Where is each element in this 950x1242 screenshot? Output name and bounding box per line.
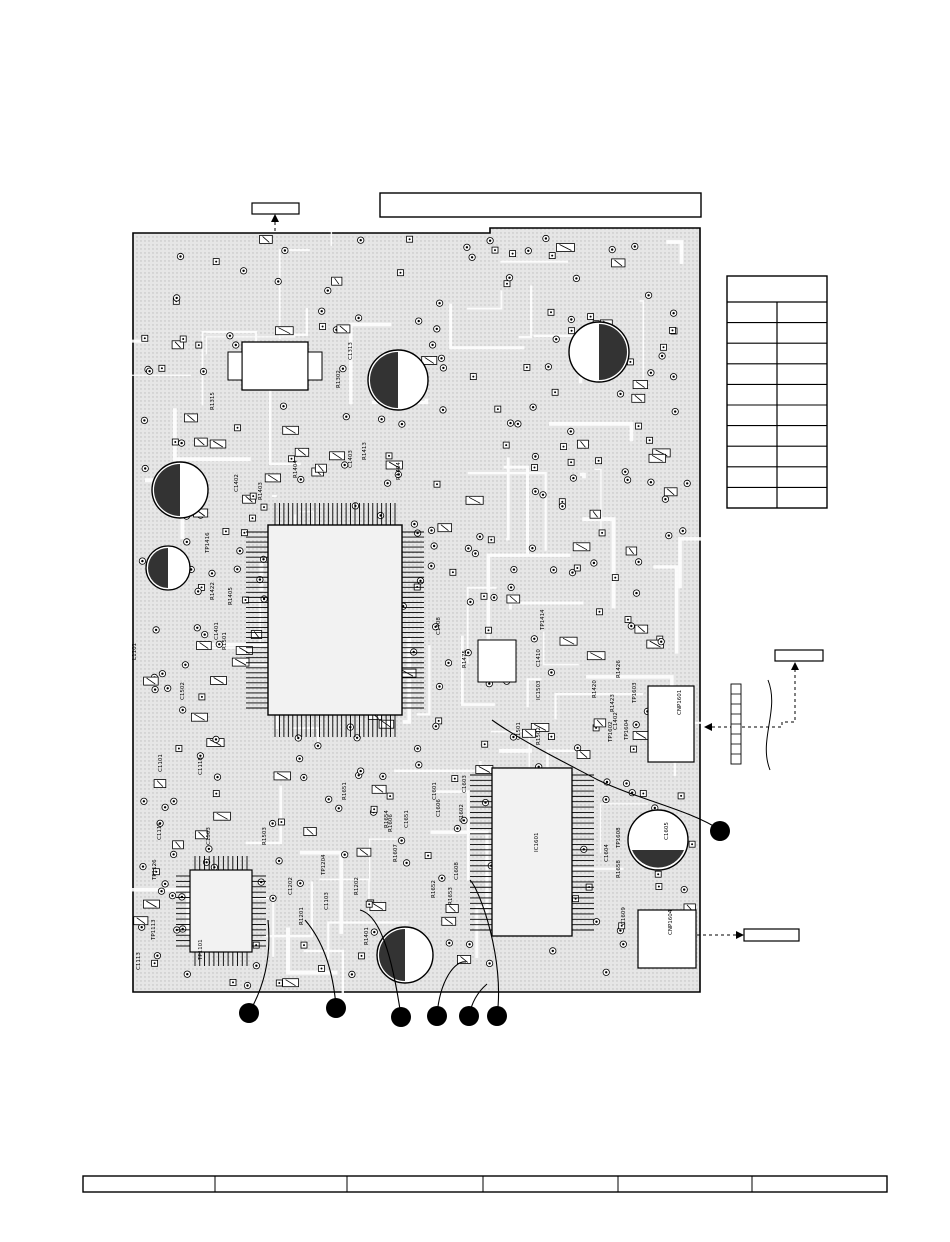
ic1601 <box>470 767 594 937</box>
ref-c1401-57: C1401 <box>214 622 220 640</box>
right-upper-arrow-left <box>704 723 712 731</box>
ref-r1405-56: R1405 <box>228 587 234 605</box>
capacitor-c1605 <box>627 809 689 871</box>
ref-cnp1601-22: CNP1601 <box>677 690 683 715</box>
ref-c1609-29: C1609 <box>621 907 627 925</box>
capacitor-left-lower <box>145 545 191 591</box>
ref-tp1414-13: TP1414 <box>540 609 546 631</box>
ref-r1651-39: R1651 <box>342 782 348 800</box>
ref-r1503-62: R1503 <box>262 827 268 845</box>
capacitor-left-mid <box>151 461 209 519</box>
ref-cnp1604-28: CNP1604 <box>668 909 674 935</box>
ref-r1502-60: R1502 <box>536 727 542 745</box>
top-arrow-head <box>271 214 279 222</box>
ref-ic1503-64: IC1503 <box>536 680 542 700</box>
capacitor-top-right <box>568 321 630 383</box>
ref-c1313-0: C1313 <box>348 342 354 360</box>
ref-c1503-61: C1503 <box>206 827 212 845</box>
ref-tp1603-18: TP1603 <box>632 682 638 704</box>
legend-table <box>726 275 828 509</box>
ref-c1408-11: C1408 <box>436 617 442 635</box>
ref-c1118-44: C1118 <box>198 757 204 775</box>
ref-tp1416-9: TP1416 <box>205 532 211 554</box>
ref-tp1602-19: TP1602 <box>608 721 614 743</box>
capacitor-bottom-center <box>376 926 434 984</box>
cnp1601-connector <box>647 685 695 763</box>
test-point-callouts <box>239 821 730 1027</box>
main-processor-ic <box>246 503 424 737</box>
top-left-label-box <box>251 202 300 215</box>
ref-r1302-1: R1302 <box>336 370 342 388</box>
ref-r1606-35: R1606 <box>388 814 394 832</box>
right-upper-pin-header <box>730 683 742 765</box>
cnp1604-connector <box>637 909 697 969</box>
right-lower-label-box <box>743 928 800 942</box>
ref-c1605-23: C1605 <box>664 822 670 840</box>
right-upper-leader <box>706 664 796 728</box>
ref-r1652-36: R1652 <box>431 880 437 898</box>
ref-c1402-3: C1402 <box>234 474 240 492</box>
right-upper-label-box <box>774 649 824 662</box>
ref-tp1604-20: TP1604 <box>624 719 630 741</box>
ref-c1601-33: C1601 <box>432 782 438 800</box>
ref-r1422-10: R1422 <box>210 582 216 600</box>
ref-c1202-51: C1202 <box>288 877 294 895</box>
ref-r1501-58: R1501 <box>222 632 228 650</box>
capacitor-top-center <box>367 349 429 411</box>
ref-r1201-52: R1201 <box>299 907 305 925</box>
right-upper-arrow <box>791 662 799 670</box>
ref-ic1601-30: IC1601 <box>534 833 540 852</box>
ref-c1606-27: C1606 <box>436 799 442 817</box>
ref-c1502-63: C1502 <box>180 682 186 700</box>
right-lower-arrow <box>736 931 744 939</box>
bottom-table <box>82 1175 888 1193</box>
ref-c1116-45: C1116 <box>157 822 163 840</box>
ref-r1426-15: R1426 <box>616 660 622 678</box>
right-upper-curve <box>765 679 773 771</box>
small-qfp-ic <box>176 856 266 966</box>
ref-tp1204-48: TP1204 <box>321 854 327 876</box>
ref-c1602-32: C1602 <box>459 804 465 822</box>
ref-c1402-21: C1402 <box>613 712 619 730</box>
ref-r1403-4: R1403 <box>258 482 264 500</box>
soic-ic <box>477 639 517 683</box>
ref-r1658-26: R1658 <box>616 860 622 878</box>
top-title-box <box>379 192 702 218</box>
ref-l1101-42: L1101 <box>132 643 138 660</box>
ref-c1608-34: C1608 <box>454 862 460 880</box>
ref-tp1101-53: TP1101 <box>198 939 204 961</box>
ref-r1420-16: R1420 <box>592 680 598 698</box>
ref-r1423-17: R1423 <box>610 694 616 712</box>
ref-c1603-31: C1603 <box>462 775 468 793</box>
ref-tp1126-46: TP1126 <box>152 859 158 881</box>
ref-c1403-6: C1403 <box>348 450 354 468</box>
ref-r1401-55: R1401 <box>364 927 370 945</box>
ref-c1113-47: C1113 <box>136 952 142 970</box>
ref-r1315-2: R1315 <box>210 392 216 410</box>
ref-c1410-14: C1410 <box>536 649 542 667</box>
ref-c1651-41: C1651 <box>404 810 410 828</box>
ref-c1103-50: C1103 <box>324 892 330 910</box>
ref-r1653-37: R1653 <box>448 887 454 905</box>
ref-r1202-49: R1202 <box>354 877 360 895</box>
ref-tp1113-54: TP1113 <box>151 919 157 941</box>
ref-r1475-12: R1475 <box>462 650 468 668</box>
ref-c1501-59: C1501 <box>516 722 522 740</box>
ref-r1607-38: R1607 <box>393 844 399 862</box>
ref-c1101-43: C1101 <box>158 754 164 772</box>
ref-r1413-7: R1413 <box>362 442 368 460</box>
ref-tp1608-24: TP1608 <box>616 827 622 849</box>
ref-c1604-25: C1604 <box>604 844 610 862</box>
top-regulator <box>227 341 323 391</box>
ref-r1404-5: R1404 <box>293 460 299 478</box>
ref-r1654-40: R1654 <box>384 810 390 828</box>
ref-r1404-8: R1404 <box>396 462 402 480</box>
